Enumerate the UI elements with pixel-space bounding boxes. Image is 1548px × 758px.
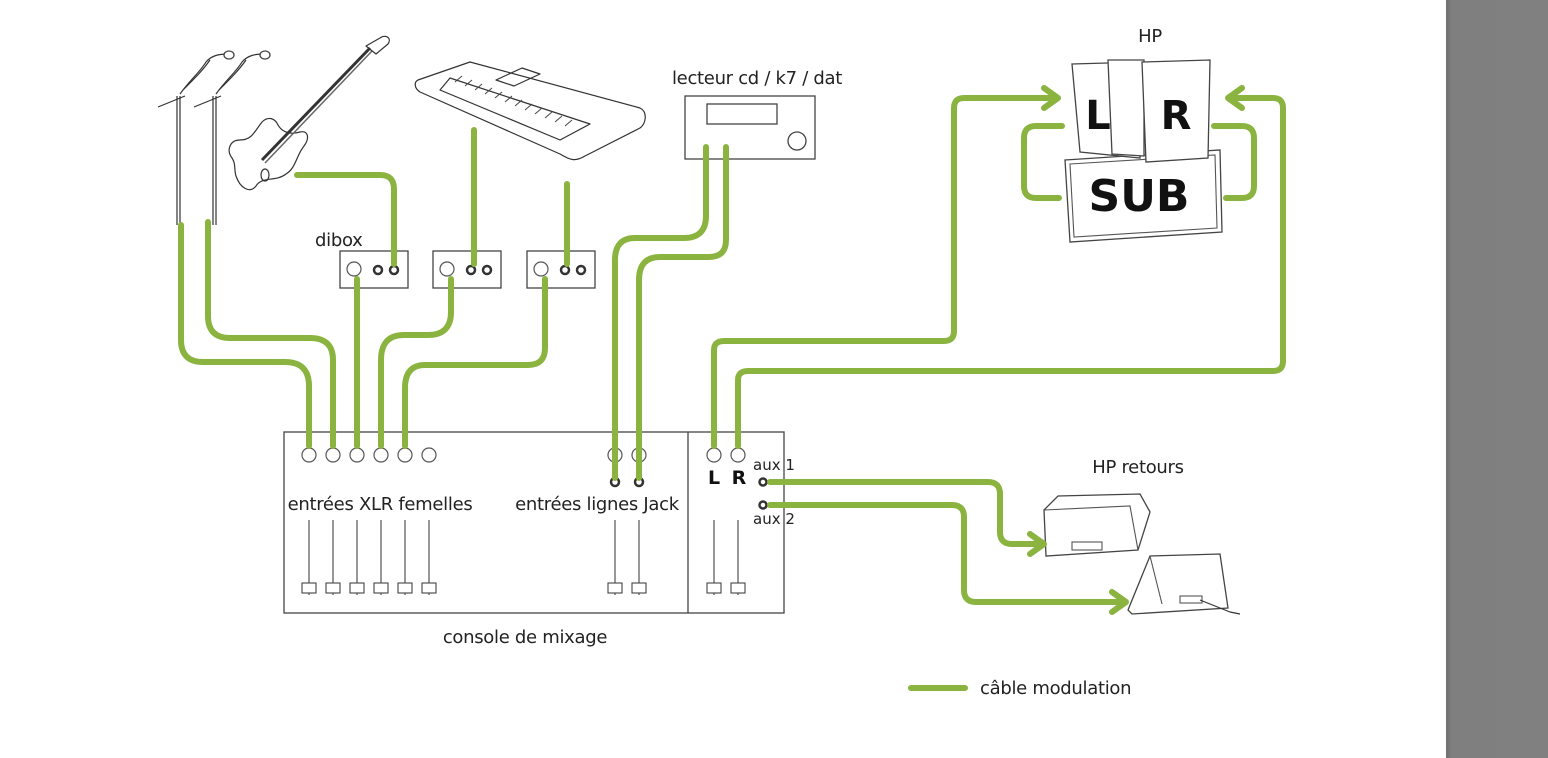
- legend-cable-label: câble modulation: [980, 678, 1131, 699]
- mic-cable: [182, 59, 211, 91]
- cable-aux1-monitor1: [767, 479, 1043, 547]
- dibox-label: dibox: [315, 230, 363, 251]
- dibox-3: [526, 250, 596, 289]
- arrow-head-right: [1225, 85, 1245, 111]
- cable-mic2: [205, 219, 336, 449]
- aux2-output: [758, 500, 768, 510]
- xlr-connector-icon: [439, 261, 455, 277]
- cable-left-sub: [1021, 123, 1065, 201]
- mic-stand-base: [157, 95, 186, 108]
- electric-guitar-icon: [228, 35, 390, 191]
- speaker-right-box: [1141, 59, 1211, 163]
- mixing-console: entrées XLR femelles entrées lignes Jack…: [283, 431, 795, 648]
- xlr-connector-icon: [533, 261, 549, 277]
- hp-main-label: HP: [1138, 26, 1162, 47]
- arrow-head-left: [1041, 85, 1061, 111]
- speaker-right-label: R: [1161, 93, 1192, 139]
- microphone-2: [193, 50, 271, 225]
- monitors-label: HP retours: [1092, 457, 1183, 478]
- wiring-diagram: lecteur cd / k7 / dat dibox HP L R SUB: [157, 26, 1286, 699]
- cable-dibox2-console: [378, 276, 454, 449]
- monitor-speaker-1-icon: [1043, 493, 1151, 557]
- cable-cd-right: [636, 144, 729, 481]
- microphone-head-icon: [259, 50, 271, 60]
- microphone-head-icon: [223, 50, 235, 60]
- cable-mic1: [178, 222, 312, 449]
- jack-connector-icon: [372, 264, 384, 276]
- jack-inputs-label: entrées lignes Jack: [515, 494, 680, 515]
- mic-boom: [179, 53, 229, 95]
- xlr-connector-icon: [346, 261, 362, 277]
- aux1-label: aux 1: [753, 456, 795, 474]
- aux2-label: aux 2: [753, 510, 795, 528]
- cd-player: lecteur cd / k7 / dat: [672, 68, 843, 160]
- console-body: [283, 431, 785, 614]
- cable-right-sub: [1211, 123, 1257, 201]
- monitor-speaker-2-icon: [1127, 553, 1241, 615]
- subwoofer-label: SUB: [1089, 171, 1190, 222]
- mic-cable: [218, 59, 247, 91]
- main-speakers: L R SUB: [1064, 59, 1223, 243]
- mic-boom: [215, 53, 265, 95]
- side-panel: [1446, 0, 1548, 758]
- faders: [301, 520, 746, 595]
- dibox-2: [432, 250, 502, 289]
- cable-aux2-monitor2: [767, 502, 1125, 605]
- jack-connector-icon: [481, 264, 493, 276]
- dibox-1: [339, 250, 409, 289]
- cd-player-display: [706, 103, 778, 125]
- legend: câble modulation: [908, 678, 1132, 699]
- cable-guitar-dibox: [294, 172, 397, 267]
- jack-connector-icon: [559, 264, 571, 276]
- console-label: console de mixage: [443, 627, 608, 648]
- keyboard-display: [495, 67, 541, 87]
- mic-stand-base: [193, 95, 222, 108]
- arrow-head-monitor1: [1027, 531, 1047, 557]
- cable-cd-left: [612, 144, 709, 481]
- jack-connector-icon: [575, 264, 587, 276]
- master-left-label: L: [708, 467, 720, 489]
- cd-player-knob-icon: [787, 131, 807, 151]
- master-right-label: R: [732, 467, 747, 489]
- speaker-left-label: L: [1085, 93, 1111, 139]
- arrow-head-monitor2: [1109, 589, 1129, 615]
- cable-dibox3-console-2: [402, 276, 548, 449]
- cable-master-right: [735, 95, 1286, 449]
- cable-master-left: [711, 95, 1057, 449]
- keyboard-icon: [414, 61, 646, 161]
- xlr-inputs-label: entrées XLR femelles: [288, 494, 473, 515]
- aux1-output: [758, 477, 768, 487]
- cd-player-label: lecteur cd / k7 / dat: [672, 68, 842, 89]
- diagram-canvas: lecteur cd / k7 / dat dibox HP L R SUB: [157, 26, 1286, 699]
- microphone-1: [157, 50, 235, 225]
- jack-connector-icon: [465, 264, 477, 276]
- jack-connector-icon: [388, 264, 400, 276]
- cables: [178, 85, 1286, 615]
